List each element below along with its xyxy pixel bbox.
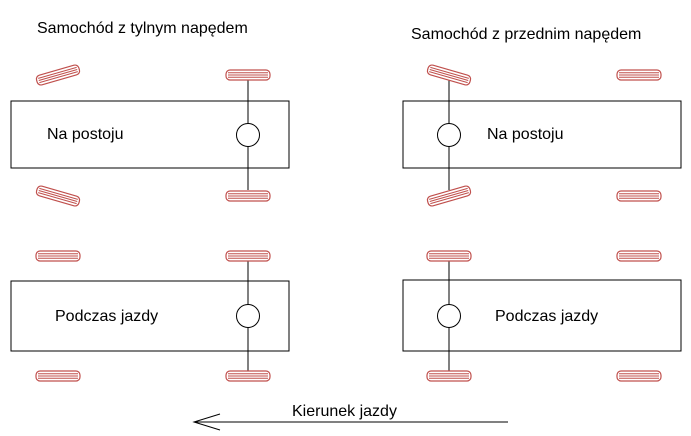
axle-hub: [236, 304, 260, 328]
state-label-parked: Na postoju: [487, 126, 564, 143]
state-label-parked: Na postoju: [47, 126, 124, 143]
axle-hub: [437, 304, 461, 328]
car-rear-drive-parked: Na postoju: [10, 63, 290, 208]
title-rear-drive: Samochód z tylnym napędem: [37, 20, 248, 37]
tire-front-right: [35, 370, 81, 382]
tire-front-left: [35, 250, 81, 262]
axle-hub: [437, 123, 461, 147]
car-front-drive-parked: Na postoju: [402, 63, 682, 208]
tire-rear-right: [616, 190, 662, 202]
tire-rear-left: [225, 69, 271, 81]
tire-rear-right: [225, 190, 271, 202]
state-label-driving: Podczas jazdy: [495, 308, 598, 325]
tire-rear-left: [616, 69, 662, 81]
tire-front-right: [426, 370, 472, 382]
tire-rear-left: [616, 250, 662, 262]
direction-label: Kierunek jazdy: [292, 403, 397, 420]
state-label-driving: Podczas jazdy: [55, 308, 158, 325]
direction-arrow: Kierunek jazdy: [192, 403, 508, 431]
car-front-drive-driving: Podczas jazdy: [402, 250, 682, 382]
axle-hub: [236, 123, 260, 147]
car-rear-drive-driving: Podczas jazdy: [10, 250, 290, 382]
title-front-drive: Samochód z przednim napędem: [411, 26, 641, 43]
tire-front-right-turned: [34, 184, 82, 208]
tire-rear-left: [225, 250, 271, 262]
tire-rear-right: [225, 370, 271, 382]
tire-front-left: [426, 250, 472, 262]
arrow-left-icon: [192, 413, 221, 431]
tire-rear-right: [616, 370, 662, 382]
tire-front-left-turned: [34, 63, 82, 87]
